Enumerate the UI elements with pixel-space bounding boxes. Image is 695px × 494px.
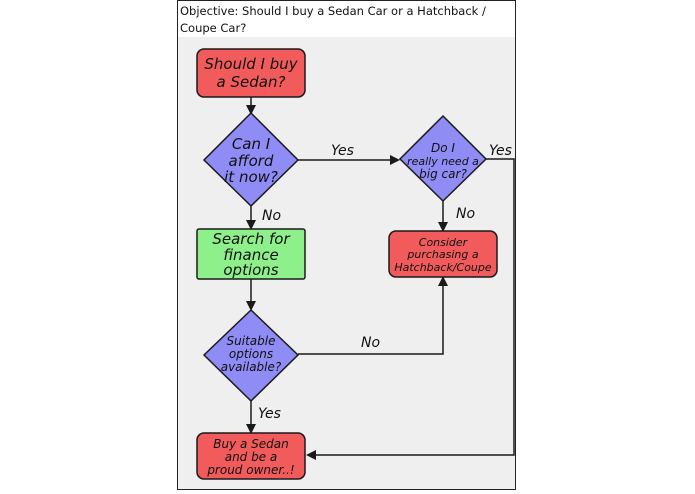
search-finance-line-1: Search for [212,230,290,248]
flowchart-diagram: Should I buy a Sedan? Can I afford it no… [196,48,515,480]
search-finance-line-2: finance [223,246,278,264]
consider-hatchback-line-1: Consider [419,236,469,249]
need-big-car-line-3: big car? [419,167,467,181]
edge-need-to-buy [306,158,515,460]
suitable-options-line-3: available? [221,360,282,374]
buy-sedan-line-1: Buy a Sedan [213,437,289,451]
edge-label-need-no: No [456,206,475,222]
suitable-options-line-1: Suitable [227,334,276,348]
edge-label-suitable-yes: Yes [258,406,281,422]
start-node-line-2: a Sedan? [217,73,286,91]
afford-decision-line-1: Can I [232,135,271,153]
consider-hatchback-node-shape [388,230,498,278]
afford-decision-line-2: afford [229,152,274,170]
need-big-car-line-2: really need a [407,155,479,168]
edge-label-afford-yes: Yes [331,143,354,159]
edge-suitable-to-consider [298,276,448,355]
objective-label: Objective: Should I buy a Sedan Car or a… [180,4,486,35]
edge-label-suitable-no: No [361,335,380,351]
start-node-shape [196,48,306,98]
consider-hatchback-line-2: purchasing a [406,248,478,261]
start-node-line-1: Should I buy [204,55,298,73]
suitable-options-decision-shape [202,308,300,403]
afford-decision-shape [202,111,300,208]
consider-hatchback-line-3: Hatchback/Coupe [394,261,492,274]
search-finance-node-shape [196,228,306,280]
search-finance-line-3: options [223,261,278,279]
afford-decision-line-3: it now? [224,168,278,186]
edge-label-need-yes: Yes [489,143,512,159]
buy-sedan-line-3: proud owner..! [206,463,294,477]
need-big-car-decision-shape [398,114,488,203]
edge-label-afford-no: No [262,208,281,224]
buy-sedan-line-2: and be a [225,450,278,464]
flowchart-frame: Objective: Should I buy a Sedan Car or a… [177,0,516,490]
need-big-car-line-1: Do I [431,141,455,155]
buy-sedan-node-shape [196,432,306,480]
suitable-options-line-2: options [229,347,273,361]
